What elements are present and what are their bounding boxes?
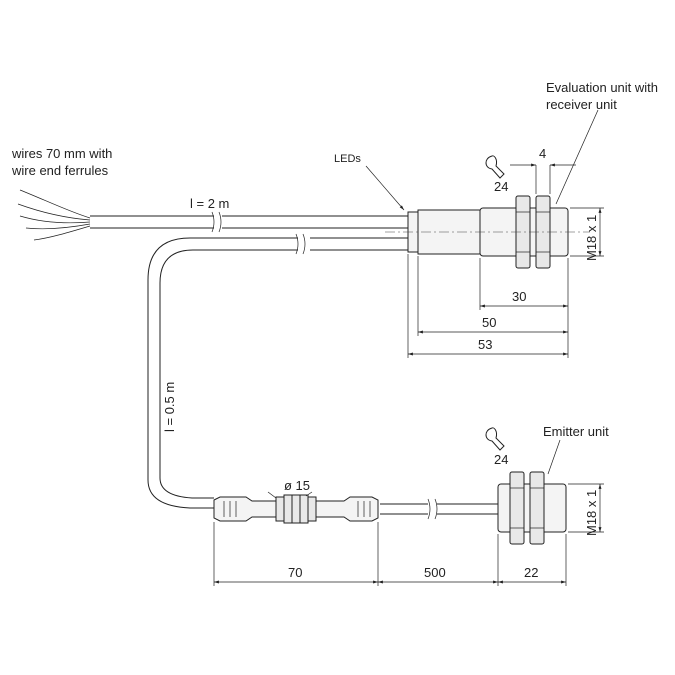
evaluation-unit xyxy=(385,195,590,269)
emitter-unit xyxy=(380,471,567,545)
emitter-unit-label: Emitter unit xyxy=(543,424,609,439)
wrench-size-bottom: 24 xyxy=(494,452,508,467)
connector-assembly xyxy=(213,494,379,524)
dim-500: 500 xyxy=(424,565,446,580)
thread-size-top: M18 x 1 xyxy=(584,215,599,261)
dimension-lines-top xyxy=(407,163,604,358)
dim-50: 50 xyxy=(482,315,496,330)
thread-size-bottom: M18 x 1 xyxy=(584,490,599,536)
wrench-icon xyxy=(485,155,505,179)
connector-diameter: ø 15 xyxy=(284,478,310,493)
dim-4: 4 xyxy=(539,146,546,161)
wires-label-line2: wire end ferrules xyxy=(11,163,109,178)
leader-lines xyxy=(267,109,599,499)
dimension-lines-bottom xyxy=(213,483,604,586)
evaluation-unit-label-line1: Evaluation unit with xyxy=(546,80,658,95)
dim-30: 30 xyxy=(512,289,526,304)
cable-length-main: l = 2 m xyxy=(190,196,229,211)
main-cable xyxy=(90,211,408,233)
evaluation-unit-label-line2: receiver unit xyxy=(546,97,617,112)
wires-label-line1: wires 70 mm with xyxy=(11,146,112,161)
loop-cable xyxy=(147,233,408,509)
cable-length-loop: l = 0.5 m xyxy=(162,382,177,432)
wrench-size-top: 24 xyxy=(494,179,508,194)
loose-wires xyxy=(17,189,91,241)
wrench-icon xyxy=(485,427,505,451)
dim-70: 70 xyxy=(288,565,302,580)
dim-53: 53 xyxy=(478,337,492,352)
dim-22: 22 xyxy=(524,565,538,580)
leds-label: LEDs xyxy=(334,153,361,165)
